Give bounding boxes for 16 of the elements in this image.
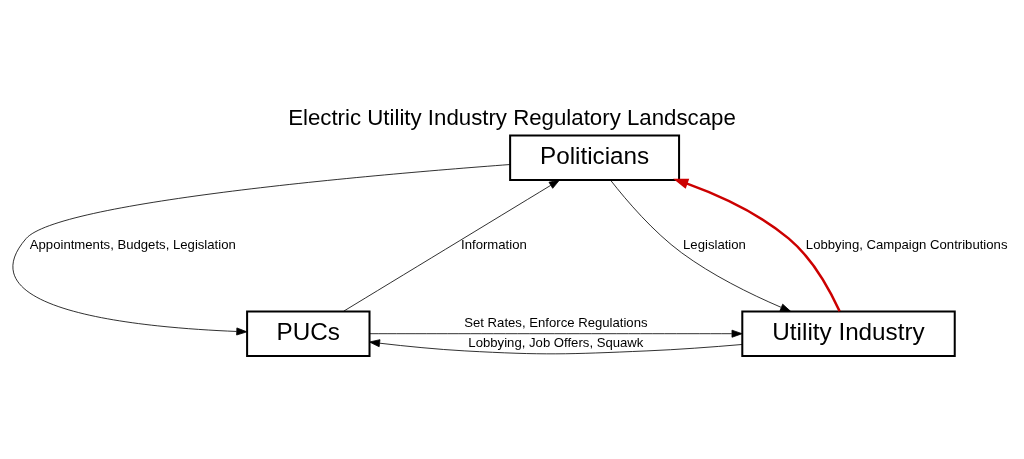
edge-label: Lobbying, Campaign Contributions — [805, 237, 1008, 253]
arrow — [673, 178, 841, 312]
arrow — [343, 179, 560, 312]
node-box: Politicians — [509, 134, 681, 181]
node-box: Utility Industry — [741, 310, 956, 357]
arrow — [369, 339, 743, 355]
diagram-title: Electric Utility Industry Regulatory Landscape — [288, 104, 736, 130]
node-box: PUCs — [246, 310, 371, 357]
edge-label: Lobbying, Job Offers, Squawk — [468, 335, 644, 351]
arrow — [12, 164, 511, 336]
edge-label: Set Rates, Enforce Regulations — [464, 315, 648, 331]
edge-label: Information — [461, 237, 527, 253]
arrow — [610, 179, 792, 312]
edge-label: Legislation — [683, 237, 746, 253]
edge-label: Appointments, Budgets, Legislation — [29, 237, 236, 253]
arrow — [369, 329, 743, 338]
